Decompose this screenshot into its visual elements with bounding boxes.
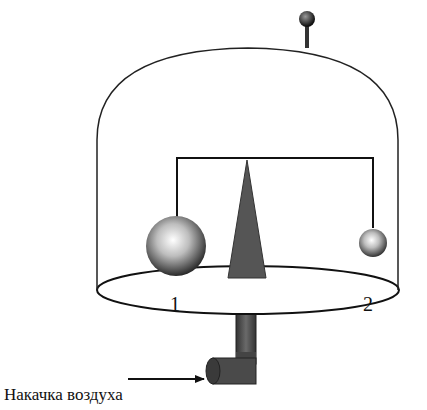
balance-beam [177,158,373,228]
airflow-label: Накачка воздуха [4,386,123,403]
knob-stem [305,26,309,48]
glass-bell [97,48,398,290]
callout-number: 2 [363,294,373,314]
airflow-arrow [128,378,204,380]
callout-number: 1 [170,294,180,314]
knob [299,11,315,27]
large-sphere [146,216,206,276]
pivot-stand [228,160,266,278]
small-sphere [359,229,387,257]
